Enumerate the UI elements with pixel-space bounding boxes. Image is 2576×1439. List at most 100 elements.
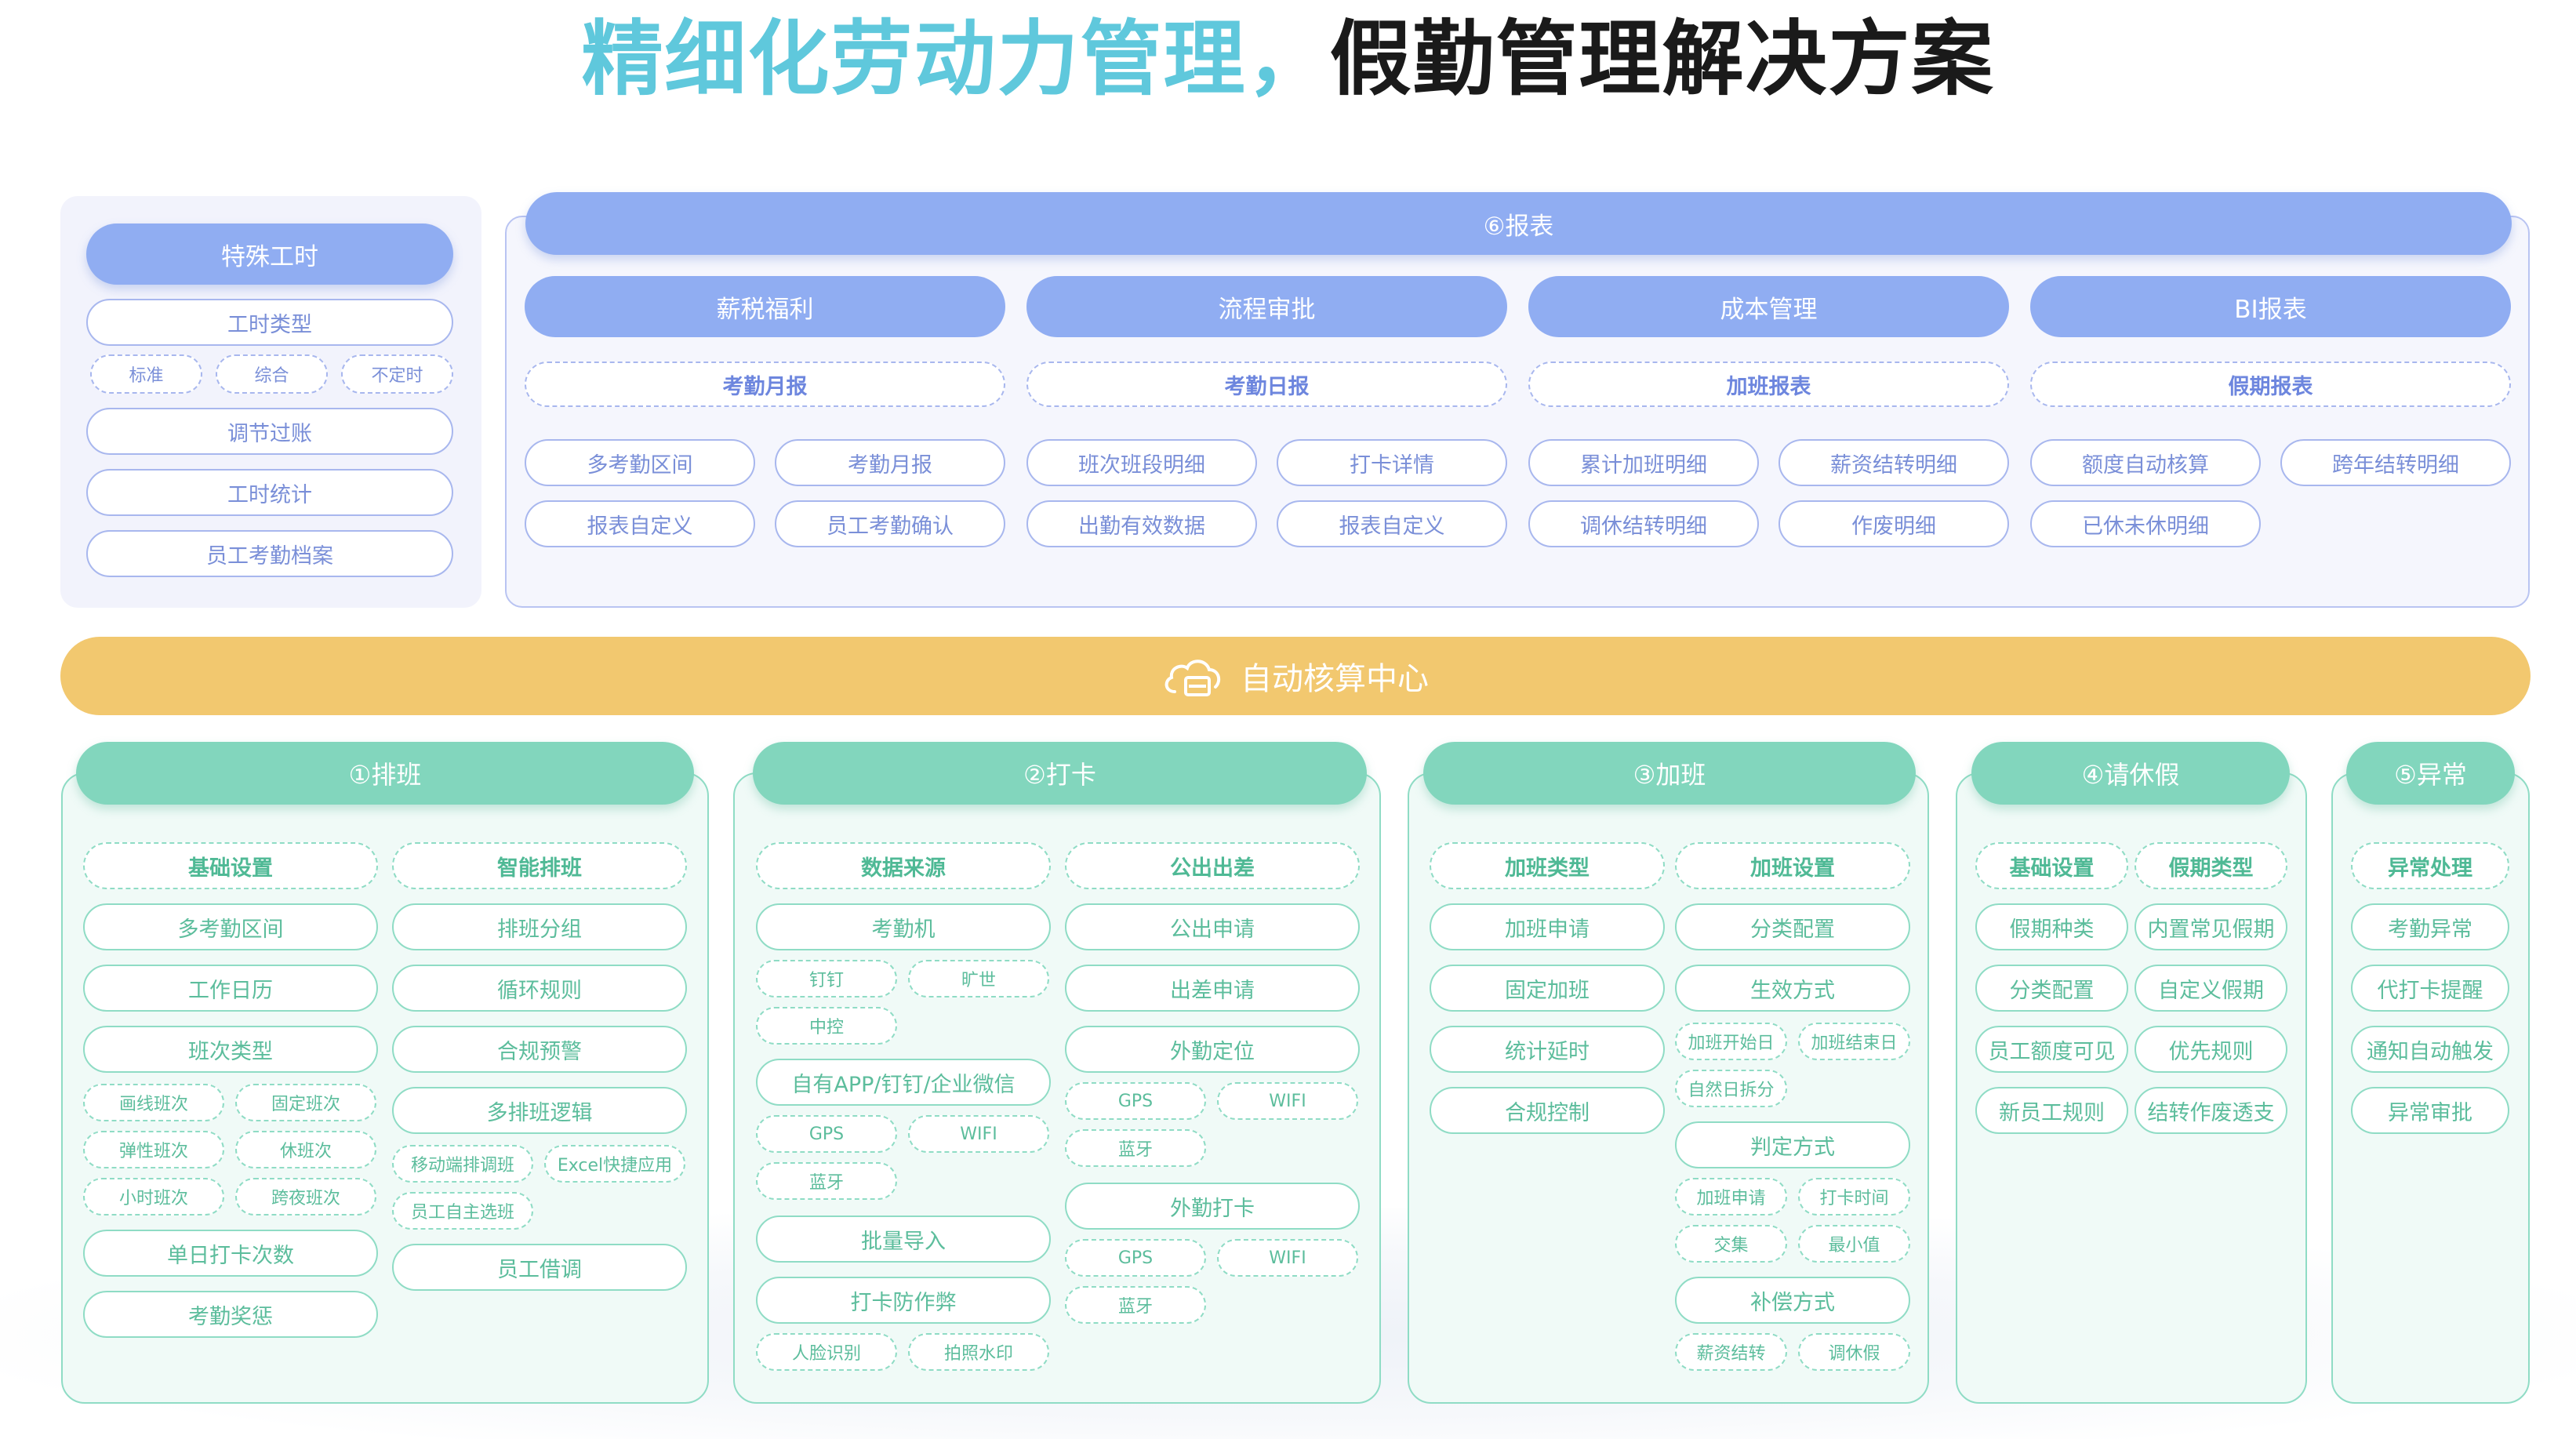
special-item-1: 调节过账 <box>86 408 453 455</box>
leave-left-item-2: 员工额度可见 <box>1975 1026 2128 1073</box>
schedule-right-item-0: 排班分组 <box>392 903 687 950</box>
report-header: ⑥报表 <box>525 192 2512 255</box>
special-sub-2: 不定时 <box>341 354 453 394</box>
title-part1: 精细化劳动力管理， <box>581 11 1330 107</box>
report-col1-item-2: 出勤有效数据 <box>1026 500 1257 547</box>
schedule-right-item-2: 合规预警 <box>392 1026 687 1073</box>
title-part2: 假勤管理解决方案 <box>1329 11 1995 107</box>
leave-right-header: 假期类型 <box>2135 842 2287 889</box>
schedule-left-sub-1: 固定班次 <box>235 1084 376 1121</box>
schedule-left-header: 基础设置 <box>83 842 378 889</box>
report-col0-item-0: 多考勤区间 <box>525 439 755 486</box>
report-col2-item-2: 调休结转明细 <box>1528 500 1759 547</box>
punch-right-sub1-1: WIFI <box>1217 1082 1358 1120</box>
report-col1-item-3: 报表自定义 <box>1277 500 1507 547</box>
punch-left-sub2-2: 蓝牙 <box>756 1162 897 1200</box>
overtime-right-item-1: 生效方式 <box>1675 965 1910 1012</box>
special-sub-1: 综合 <box>216 354 328 394</box>
page-title: 精细化劳动力管理，假勤管理解决方案 <box>0 8 2576 110</box>
auto-accounting-center-label: 自动核算中心 <box>1241 661 1429 697</box>
report-col1-item-1: 打卡详情 <box>1277 439 1507 486</box>
punch-left-sub2-0: GPS <box>756 1115 897 1153</box>
report-col3-item-1: 跨年结转明细 <box>2280 439 2511 486</box>
special-sub-0: 标准 <box>90 354 202 394</box>
schedule-left-item-0: 多考勤区间 <box>83 903 378 950</box>
schedule-left-item-1: 工作日历 <box>83 965 378 1012</box>
schedule-right-item-4: 员工借调 <box>392 1244 687 1291</box>
punch-right-item-2: 外勤定位 <box>1065 1026 1360 1073</box>
schedule-right-sub-0: 移动端排调班 <box>392 1145 533 1183</box>
punch-left-sub1-0: 钉钉 <box>756 960 897 997</box>
overtime-header: ③加班 <box>1423 742 1916 805</box>
schedule-left-sub-0: 画线班次 <box>83 1084 224 1121</box>
overtime-right-sub1-1: 加班结束日 <box>1798 1023 1910 1060</box>
report-col1-sub: 考勤日报 <box>1026 362 1507 407</box>
report-col2-item-3: 作废明细 <box>1778 500 2009 547</box>
punch-right-sub2-1: WIFI <box>1217 1239 1358 1277</box>
leave-right-item-3: 结转作废透支 <box>2135 1087 2287 1134</box>
report-col3-header: BI报表 <box>2030 276 2511 337</box>
overtime-left-header: 加班类型 <box>1430 842 1665 889</box>
punch-left-item-2: 批量导入 <box>756 1216 1051 1263</box>
punch-right-item-3: 外勤打卡 <box>1065 1183 1360 1230</box>
schedule-right-sub-2: 员工自主选班 <box>392 1192 533 1230</box>
leave-left-item-3: 新员工规则 <box>1975 1087 2128 1134</box>
report-col1-item-0: 班次班段明细 <box>1026 439 1257 486</box>
report-col0-sub: 考勤月报 <box>525 362 1005 407</box>
punch-left-sub2-1: WIFI <box>908 1115 1049 1153</box>
special-item-0: 工时类型 <box>86 299 453 346</box>
overtime-right-item-2: 判定方式 <box>1675 1121 1910 1168</box>
report-col2-sub: 加班报表 <box>1528 362 2009 407</box>
overtime-right-sub1-2: 自然日拆分 <box>1675 1070 1787 1107</box>
report-col1-header: 流程审批 <box>1026 276 1507 337</box>
punch-right-sub2-0: GPS <box>1065 1239 1206 1277</box>
abnormal-item-1: 代打卡提醒 <box>2351 965 2509 1012</box>
schedule-right-sub-1: Excel快捷应用 <box>544 1145 685 1183</box>
punch-right-sub2-2: 蓝牙 <box>1065 1286 1206 1324</box>
report-col0-item-2: 报表自定义 <box>525 500 755 547</box>
punch-left-sub3-1: 拍照水印 <box>908 1333 1049 1371</box>
overtime-right-item-3: 补偿方式 <box>1675 1277 1910 1324</box>
punch-right-header: 公出出差 <box>1065 842 1360 889</box>
report-col3-item-0: 额度自动核算 <box>2030 439 2261 486</box>
abnormal-sub-header: 异常处理 <box>2351 842 2509 889</box>
special-item-2: 工时统计 <box>86 469 453 516</box>
punch-right-sub1-0: GPS <box>1065 1082 1206 1120</box>
punch-left-header: 数据来源 <box>756 842 1051 889</box>
punch-right-sub1-2: 蓝牙 <box>1065 1129 1206 1167</box>
overtime-left-item-2: 统计延时 <box>1430 1026 1665 1073</box>
leave-right-item-1: 自定义假期 <box>2135 965 2287 1012</box>
abnormal-header: ⑤异常 <box>2346 742 2515 805</box>
punch-right-item-0: 公出申请 <box>1065 903 1360 950</box>
schedule-right-item-3: 多排班逻辑 <box>392 1087 687 1134</box>
report-col2-header: 成本管理 <box>1528 276 2009 337</box>
report-col3-item-2: 已休未休明细 <box>2030 500 2261 547</box>
punch-left-sub3-0: 人脸识别 <box>756 1333 897 1371</box>
overtime-right-header: 加班设置 <box>1675 842 1910 889</box>
schedule-left-sub-4: 小时班次 <box>83 1178 224 1216</box>
special-item-3: 员工考勤档案 <box>86 530 453 577</box>
overtime-right-sub1-0: 加班开始日 <box>1675 1023 1787 1060</box>
punch-left-sub1-1: 旷世 <box>908 960 1049 997</box>
punch-right-item-1: 出差申请 <box>1065 965 1360 1012</box>
schedule-left-item-3: 单日打卡次数 <box>83 1230 378 1277</box>
schedule-header: ①排班 <box>76 742 694 805</box>
leave-left-item-0: 假期种类 <box>1975 903 2128 950</box>
schedule-left-item-4: 考勤奖惩 <box>83 1291 378 1338</box>
abnormal-item-2: 通知自动触发 <box>2351 1026 2509 1073</box>
report-col2-item-1: 薪资结转明细 <box>1778 439 2009 486</box>
punch-left-item-0: 考勤机 <box>756 903 1051 950</box>
schedule-right-header: 智能排班 <box>392 842 687 889</box>
leave-header: ④请休假 <box>1971 742 2290 805</box>
overtime-left-item-1: 固定加班 <box>1430 965 1665 1012</box>
schedule-left-sub-5: 跨夜班次 <box>235 1178 376 1216</box>
report-panel <box>505 216 2530 608</box>
overtime-right-sub2-0: 加班申请 <box>1675 1178 1787 1216</box>
schedule-right-item-1: 循环规则 <box>392 965 687 1012</box>
overtime-right-sub2-3: 最小值 <box>1798 1225 1910 1263</box>
abnormal-item-3: 异常审批 <box>2351 1087 2509 1134</box>
schedule-left-item-2: 班次类型 <box>83 1026 378 1073</box>
schedule-left-sub-2: 弹性班次 <box>83 1131 224 1168</box>
cloud-server-icon <box>1164 660 1221 696</box>
